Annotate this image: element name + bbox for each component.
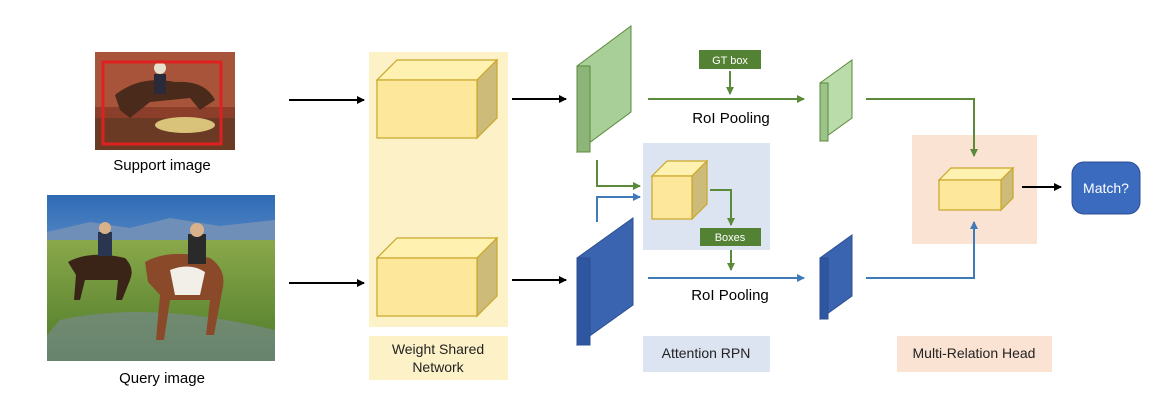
query-image-caption: Query image <box>119 370 205 387</box>
roi-pooling-bottom-label: RoI Pooling <box>691 287 769 304</box>
query-image <box>47 195 275 361</box>
rpn-to-boxes-arrow <box>710 189 735 226</box>
support-feature-map <box>576 25 632 153</box>
backbone-cube-top <box>375 58 499 140</box>
backbone-label-line1: Weight Shared <box>392 341 484 357</box>
gt-box-tag-label: GT box <box>712 55 748 67</box>
backbone-cube-bottom <box>375 236 499 318</box>
multi-relation-cube <box>937 166 1015 212</box>
gt-box-tag <box>699 50 761 69</box>
backbone-label-line2: Network <box>412 359 464 375</box>
query-to-rpn-arrow <box>596 193 641 222</box>
boxes-tag <box>700 228 761 246</box>
attention-rpn-cube <box>650 159 709 221</box>
attention-rpn-label-box <box>643 336 770 372</box>
support-roi-feature <box>819 59 853 142</box>
backbone-label-box <box>369 336 508 380</box>
multi-relation-label: Multi-Relation Head <box>913 345 1036 361</box>
roi-pooling-top-label: RoI Pooling <box>692 110 770 127</box>
query-feature-map <box>576 217 634 346</box>
support-image <box>95 52 235 150</box>
query-roi-feature <box>819 234 853 320</box>
match-output <box>1071 161 1141 215</box>
query-roi-to-head-arrow <box>866 221 978 279</box>
attention-rpn-label: Attention RPN <box>662 345 751 361</box>
multi-relation-label-box <box>897 336 1052 372</box>
match-output-label: Match? <box>1083 180 1129 196</box>
support-to-rpn-arrow <box>596 160 641 190</box>
support-roi-to-head-arrow <box>866 98 978 157</box>
boxes-tag-label: Boxes <box>715 232 746 244</box>
support-image-caption: Support image <box>113 157 211 174</box>
